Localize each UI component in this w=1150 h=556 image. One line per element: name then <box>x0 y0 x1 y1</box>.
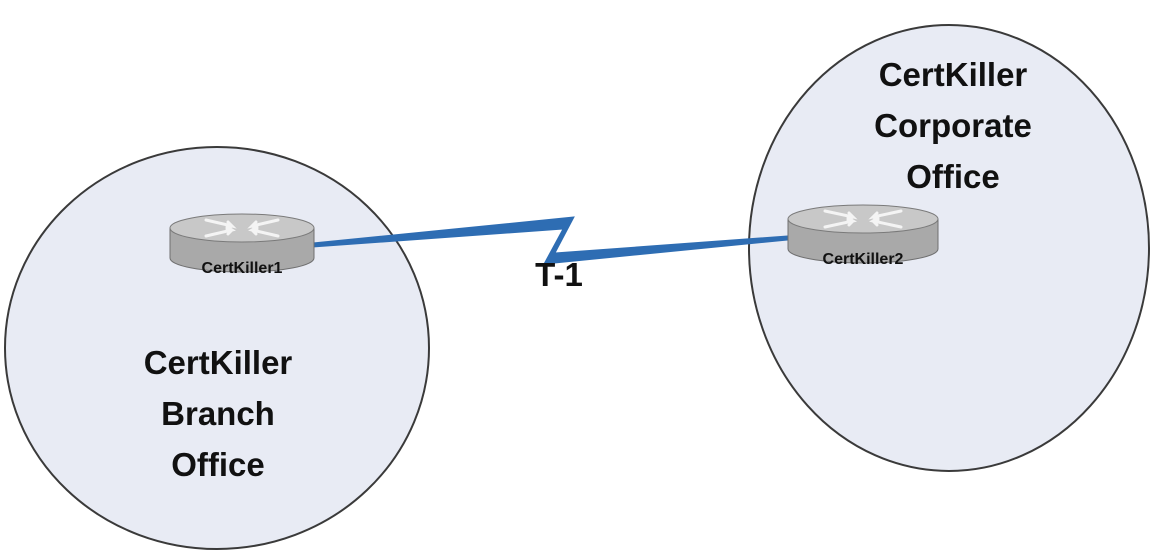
site-label-branch-line-3: Office <box>171 446 265 483</box>
link-label: T-1 <box>535 256 583 293</box>
router-certkiller2[interactable]: CertKiller2 <box>787 204 939 268</box>
router-icon <box>823 209 903 229</box>
site-label-corporate-line-2: Corporate <box>874 107 1032 144</box>
router-label-certkiller2: CertKiller2 <box>823 251 904 268</box>
router-label-certkiller1: CertKiller1 <box>202 260 283 277</box>
site-label-branch-line-2: Branch <box>161 395 275 432</box>
router-icon <box>204 218 280 238</box>
t1-serial-link <box>312 216 788 265</box>
branch-office-site <box>4 146 430 550</box>
site-label-branch-line-1: CertKiller <box>144 344 293 381</box>
router-certkiller1[interactable]: CertKiller1 <box>169 213 315 277</box>
site-label-corporate-line-1: CertKiller <box>879 56 1028 93</box>
corporate-office-site <box>748 24 1150 472</box>
site-label-corporate-line-3: Office <box>906 158 1000 195</box>
